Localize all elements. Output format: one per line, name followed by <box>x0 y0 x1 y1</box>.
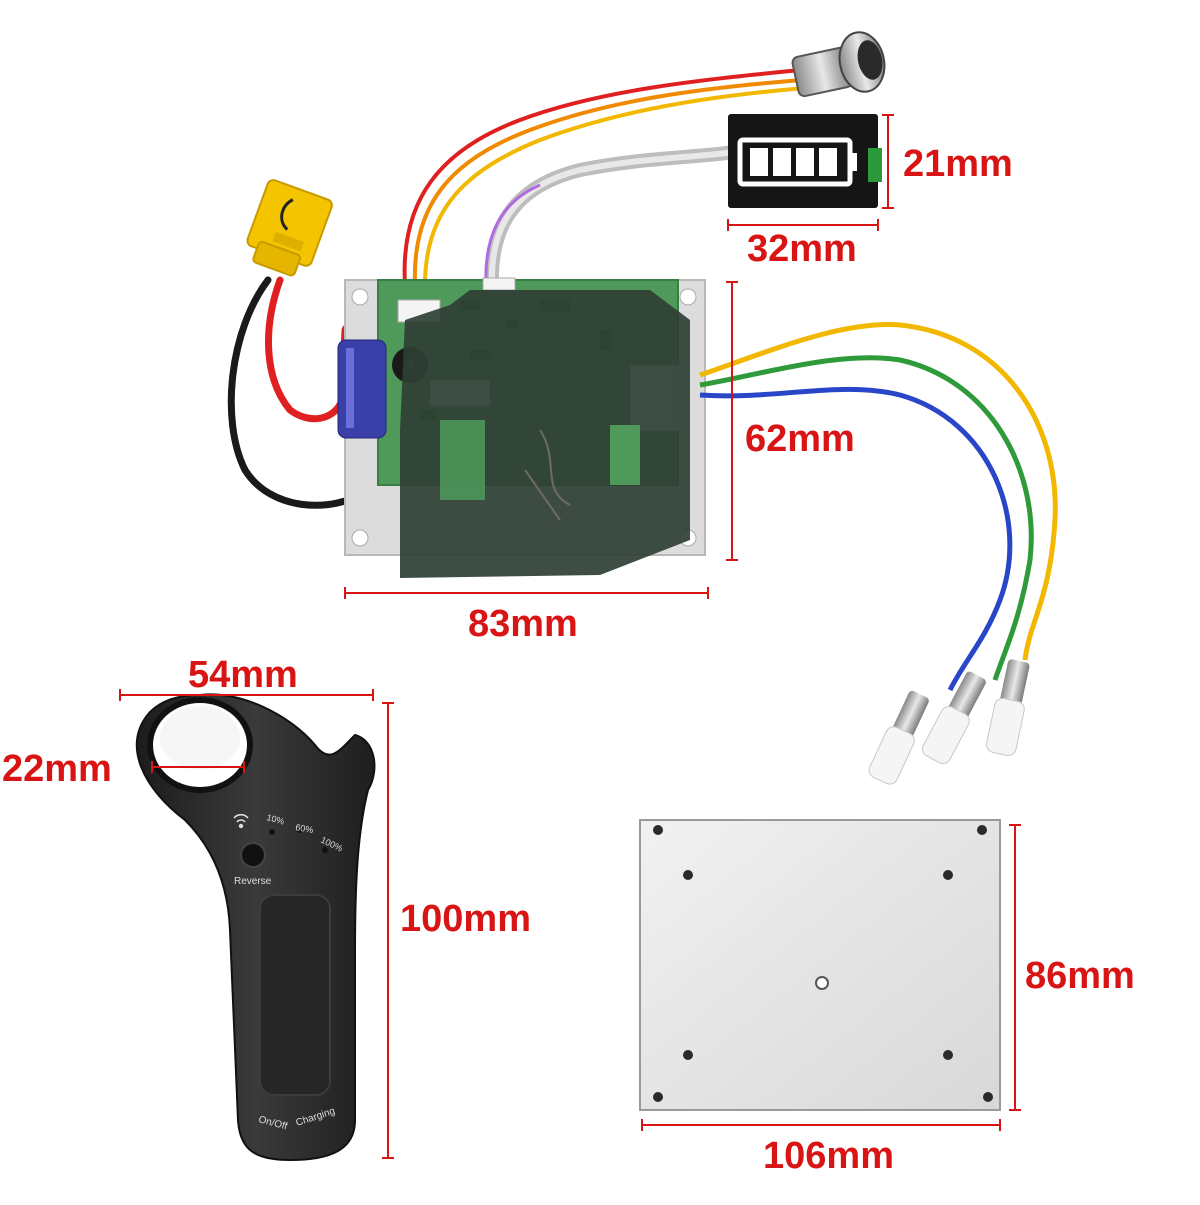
remote-width-label: 54mm <box>188 654 298 696</box>
battery-width-label: 32mm <box>747 228 857 270</box>
capacitor <box>337 339 387 439</box>
battery-bar-4 <box>819 148 837 176</box>
remote-level-10: 10% <box>265 812 285 826</box>
plate-width-label: 106mm <box>763 1135 894 1177</box>
remote-reverse-label: Reverse <box>234 876 272 887</box>
insulation-sheet <box>400 290 690 578</box>
yellow-phase-wire <box>699 322 1058 661</box>
remote-level-60: 60% <box>295 822 314 835</box>
red-switch-wire <box>402 68 801 286</box>
green-phase-wire <box>699 355 1034 681</box>
bullet-connectors <box>868 659 1030 785</box>
remote-panel <box>259 894 331 1096</box>
remote-control: 10% 60% 100% Reverse On/Off Charging <box>135 693 376 1162</box>
orange-switch-wire <box>412 78 803 286</box>
battery-indicator <box>728 114 882 208</box>
mounting-plate <box>639 819 1001 1111</box>
plate-height-label: 86mm <box>1025 955 1135 997</box>
reverse-button <box>240 842 266 868</box>
battery-bar-1 <box>750 148 768 176</box>
battery-height-label: 21mm <box>903 143 1013 185</box>
battery-bar-2 <box>773 148 791 176</box>
remote-height-label: 100mm <box>400 898 531 940</box>
blue-phase-wire <box>699 386 1013 692</box>
board-height-label: 62mm <box>745 418 855 460</box>
controller-board <box>227 31 1058 785</box>
wifi-icon <box>233 813 249 829</box>
black-power-wire <box>227 276 374 509</box>
dimension-lines <box>119 114 1021 1159</box>
ribbon-cable <box>484 145 736 286</box>
power-switch <box>791 31 886 98</box>
battery-bar-3 <box>796 148 814 176</box>
plate-body <box>639 819 1001 1111</box>
yellow-switch-wire <box>423 86 806 286</box>
board-width-label: 83mm <box>468 603 578 645</box>
xt60-connector <box>246 179 333 277</box>
remote-ring-label: 22mm <box>2 748 112 790</box>
